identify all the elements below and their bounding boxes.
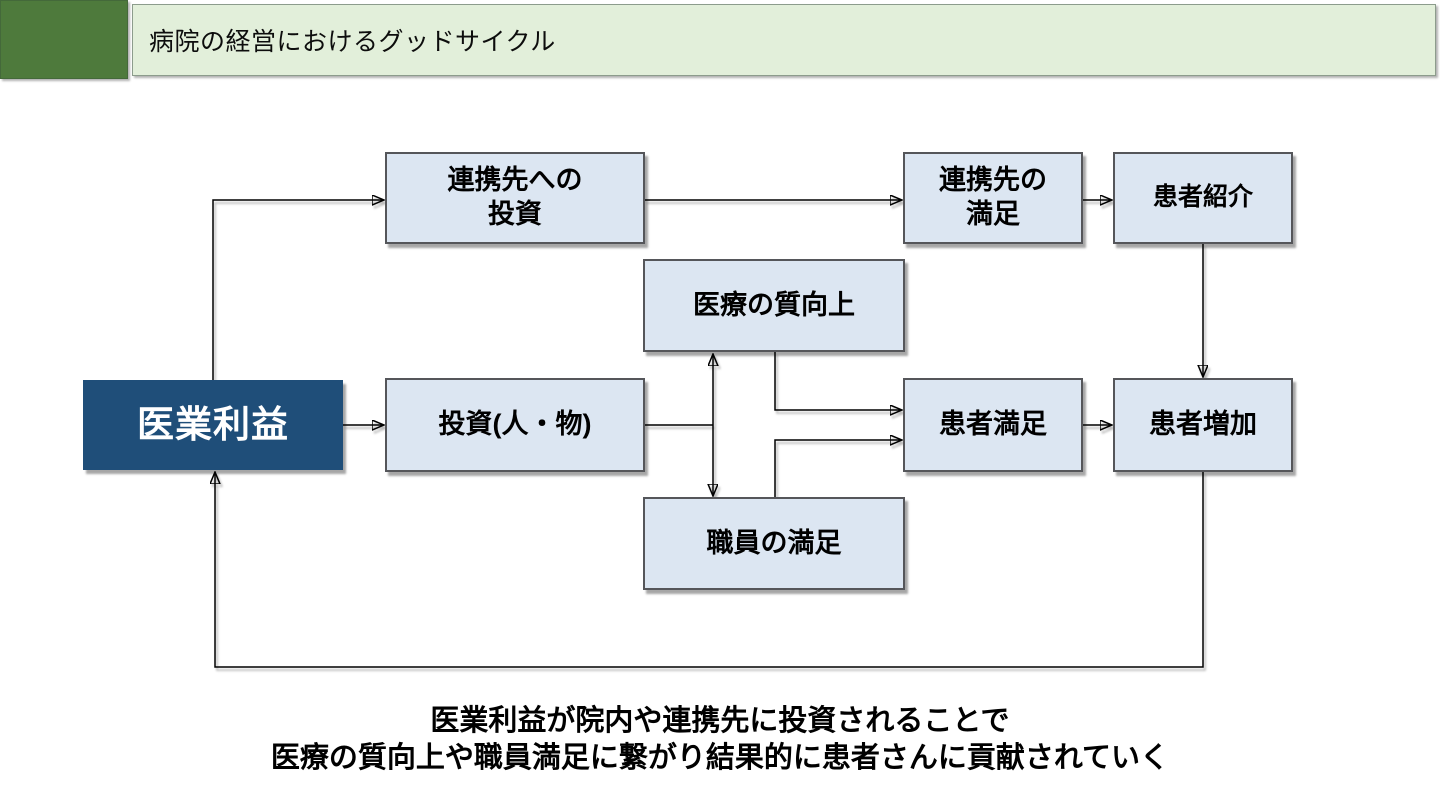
slide-caption: 医業利益が院内や連携先に投資されることで 医療の質向上や職員満足に繋がり結果的に… xyxy=(0,703,1440,777)
arrow-care-quality-to-patient-satisfaction xyxy=(774,352,901,410)
caption-line-1: 医業利益が院内や連携先に投資されることで xyxy=(430,705,1010,737)
node-medical-profit: 医業利益 xyxy=(83,380,343,470)
node-partner-satisfaction: 連携先の 満足 xyxy=(903,152,1083,244)
page-title: 病院の経営におけるグッドサイクル xyxy=(149,28,556,56)
header-accent-block xyxy=(0,0,128,79)
node-patient-increase: 患者増加 xyxy=(1113,378,1293,472)
arrow-staff-satisfaction-to-patient-satisfaction xyxy=(774,440,901,497)
node-patient-referral: 患者紹介 xyxy=(1113,152,1293,244)
node-staff-satisfaction: 職員の満足 xyxy=(643,497,905,590)
caption-line-2: 医療の質向上や職員満足に繋がり結果的に患者さんに貢献されていく xyxy=(270,742,1170,775)
node-investment-people-things: 投資(人・物) xyxy=(385,378,645,472)
node-care-quality-improvement: 医療の質向上 xyxy=(643,259,905,352)
node-partner-investment: 連携先への 投資 xyxy=(385,152,645,244)
header-bar: 病院の経営におけるグッドサイクル xyxy=(132,4,1436,76)
node-patient-satisfaction: 患者満足 xyxy=(903,378,1083,472)
arrow-profit-to-partner-investment xyxy=(212,200,383,380)
